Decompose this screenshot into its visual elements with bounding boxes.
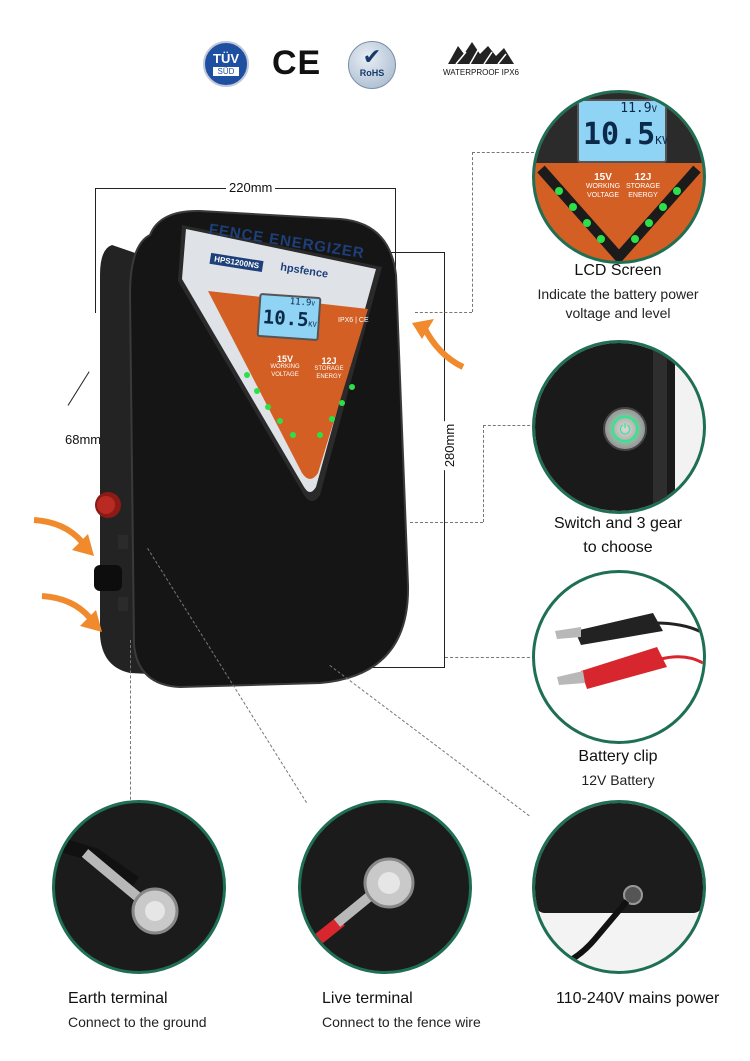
switch-title-1: Switch and 3 gear xyxy=(553,515,683,532)
connector-earth xyxy=(130,640,131,830)
live-sub: Connect to the fence wire xyxy=(322,1014,481,1030)
device-body xyxy=(94,209,410,689)
height-tick-bottom xyxy=(330,667,445,668)
width-tick-left xyxy=(95,188,96,313)
lcd-title: LCD Screen xyxy=(574,262,662,279)
connector-switch xyxy=(410,522,483,523)
width-label: 220mm xyxy=(226,180,276,195)
connector-mains xyxy=(329,665,530,817)
device-lcd: 11.9V 10.5KV xyxy=(256,292,322,342)
switch-title-2: to choose xyxy=(583,539,653,556)
ce-mark: CE xyxy=(272,44,322,82)
lcd-closeup: 11.9V 10.5KV 15V WORKING VOLTAGE 12J STO… xyxy=(532,90,706,264)
lcd-sub-1: Indicate the battery power xyxy=(537,286,699,302)
switch-closeup: ⏻ xyxy=(532,340,706,514)
lcd-sub-2: voltage and level xyxy=(565,305,671,321)
power-button[interactable]: ⏻ xyxy=(603,407,647,451)
device-ip-rating: IPX6 | CE xyxy=(338,317,369,324)
wave-icon xyxy=(448,42,514,65)
mains-power-closeup xyxy=(532,800,706,974)
connector-battery xyxy=(445,657,535,658)
battery-title: Battery clip xyxy=(578,748,658,765)
earth-sub: Connect to the ground xyxy=(68,1014,207,1030)
connector-lcd-h xyxy=(472,152,534,153)
device-energy-block: 12J STORAGE ENERGY xyxy=(314,356,344,381)
connector-switch-h xyxy=(483,425,535,426)
arrow-icon-button-2 xyxy=(41,593,102,632)
live-terminal-closeup xyxy=(298,800,472,974)
battery-clip-closeup xyxy=(532,570,706,744)
device-voltage-block: 15V WORKING VOLTAGE xyxy=(270,354,300,379)
connector-lcd xyxy=(415,312,472,313)
checkmark-icon: ✔ xyxy=(362,44,382,69)
connector-lcd-v xyxy=(472,152,473,312)
depth-label: 68mm xyxy=(62,432,105,447)
closeup-lcd: 11.9V 10.5KV xyxy=(577,99,669,163)
energizer-device: FENCE ENERGIZER HPS1200NS hpsfence 11.9V… xyxy=(90,205,420,695)
height-label: 280mm xyxy=(442,420,458,471)
earth-title: Earth terminal xyxy=(68,990,168,1007)
battery-clip-icon xyxy=(555,613,703,689)
mains-title: 110-240V mains power xyxy=(556,990,720,1007)
connector-switch-v xyxy=(483,425,484,522)
earth-terminal-closeup xyxy=(52,800,226,974)
arrow-icon-button-1 xyxy=(33,517,94,556)
waterproof-logo: WATERPROOF IPX6 xyxy=(436,40,526,84)
live-title: Live terminal xyxy=(322,990,413,1007)
arrow-icon-lcd xyxy=(412,319,465,370)
depth-line-left xyxy=(67,371,90,406)
battery-sub: 12V Battery xyxy=(581,772,655,788)
power-icon: ⏻ xyxy=(612,416,638,442)
tuv-sud-logo: TÜV SÜD xyxy=(203,41,249,87)
rohs-logo: ✔ RoHS xyxy=(348,41,396,89)
